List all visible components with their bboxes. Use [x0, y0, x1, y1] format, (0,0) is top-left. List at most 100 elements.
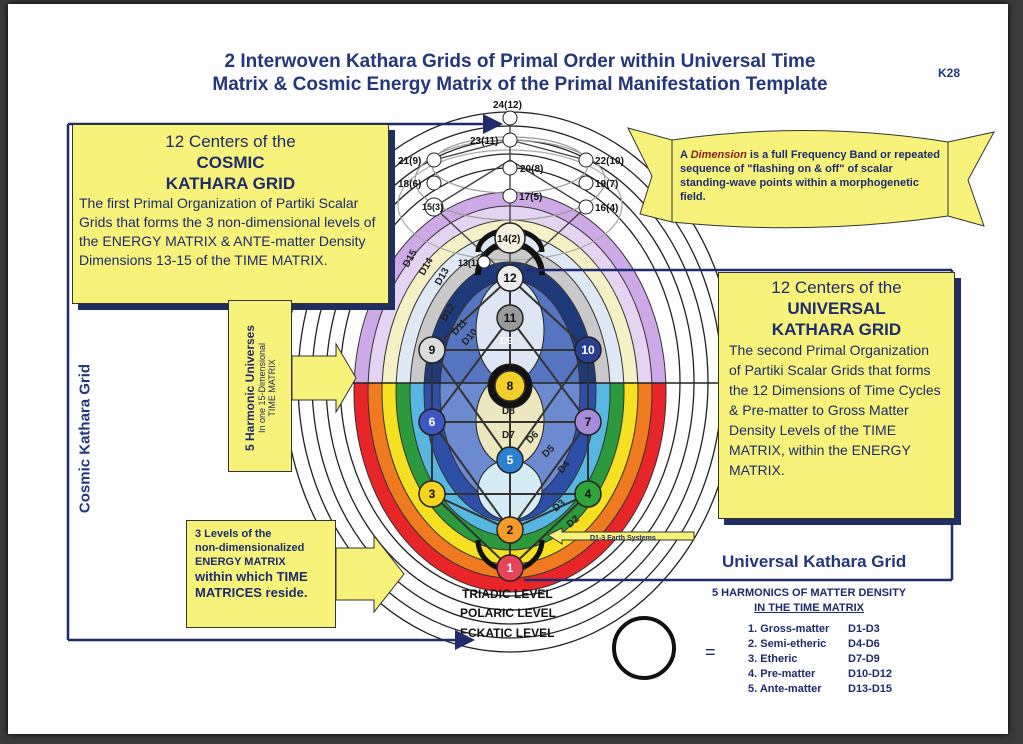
universal-node: [574, 480, 602, 508]
harmonic-name: 1. Gross-matter: [748, 623, 830, 635]
universal-node: [574, 408, 602, 436]
harmonic-range: D7-D9: [848, 653, 880, 665]
cosmic-node-label: 16(4): [595, 203, 618, 214]
cosmic-node: [424, 197, 444, 217]
levels-line-3: ENERGY MATRIX: [195, 556, 286, 568]
harmonic-range: D10-D12: [848, 668, 893, 680]
harmonics-subheading: IN THE TIME MATRIX: [754, 602, 864, 614]
universal-node-label: 9: [429, 343, 436, 357]
harmonic-universes-box: 5 Harmonic Universes In one 15-Dimension…: [228, 300, 292, 472]
cosmic-heading-1: 12 Centers of the: [165, 132, 296, 151]
cosmic-node: [578, 152, 594, 168]
legend-circle: [612, 616, 676, 680]
harmonic-universes-line-2: In one 15-Dimensional: [257, 342, 267, 434]
universal-node-label: 2: [507, 523, 514, 537]
universal-node: [496, 516, 524, 544]
dimension-definition: A Dimension is a full Frequency Band or …: [680, 148, 940, 204]
dimension-body: is a full Frequency Band or repeated seq…: [680, 149, 941, 203]
polaric-level-label: POLARIC LEVEL: [460, 606, 556, 620]
harmonic-universes-line-1: 5 Harmonic Universes: [243, 324, 257, 452]
dimension-keyword: Dimension: [690, 149, 747, 161]
energy-levels-box: 3 Levels of the non-dimensionalized ENER…: [186, 520, 336, 628]
cosmic-node-label: 23(11): [470, 136, 498, 147]
universal-node-label: 3: [429, 487, 436, 501]
cosmic-node: [426, 152, 442, 168]
cosmic-body: The first Primal Organization of Partiki…: [79, 195, 376, 268]
universal-node-label: 7: [585, 415, 592, 429]
dim-label: D9: [500, 336, 513, 347]
harmonic-range: D13-D15: [848, 683, 893, 695]
earth-systems-label: D1-3 Earth Systems: [590, 535, 656, 542]
universal-node: [574, 336, 602, 364]
universal-node-label: 10: [581, 343, 595, 357]
dimension-prefix: A: [680, 149, 688, 161]
universal-heading-1: 12 Centers of the: [771, 278, 902, 297]
poster-title: 2 Interwoven Kathara Grids of Primal Ord…: [150, 50, 890, 96]
cosmic-grid-side-label: Cosmic Kathara Grid: [76, 363, 94, 514]
cosmic-node-label: 19(7): [595, 179, 618, 190]
harmonic-universes-line-3: TIME MATRIX: [267, 359, 277, 417]
harmonic-arrow: [291, 342, 357, 414]
universal-node-label: 4: [585, 487, 592, 501]
harmonic-range: D1-D3: [848, 623, 880, 635]
levels-line-2: non-dimensionalized: [195, 542, 305, 554]
harmonics-list: 5 HARMONICS OF MATTER DENSITY IN THE TIM…: [712, 586, 906, 697]
cosmic-heading-2: COSMIC: [196, 153, 265, 172]
dim-label: D7: [502, 430, 515, 441]
harmonic-item: 1. Gross-matter D1-D3: [712, 622, 906, 637]
cosmic-node: [494, 222, 526, 254]
harmonic-item: 4. Pre-matter D10-D12: [712, 667, 906, 682]
harmonic-range: D4-D6: [848, 638, 880, 650]
ribbon-right-tail: [947, 131, 995, 227]
poster-code: K28: [938, 66, 961, 80]
triadic-level-label: TRIADIC LEVEL: [462, 587, 553, 601]
cosmic-node: [502, 188, 518, 204]
title-line-2: Matrix & Cosmic Energy Matrix of the Pri…: [212, 74, 828, 95]
harmonic-name: 4. Pre-matter: [748, 668, 816, 680]
universal-grid-label: Universal Kathara Grid: [722, 552, 907, 571]
ribbon-left-tail: [627, 127, 673, 223]
universal-node: [418, 336, 446, 364]
cosmic-node-label: 17(5): [519, 192, 542, 203]
harmonic-item: 3. Etheric D7-D9: [712, 652, 906, 667]
cosmic-node-label: 20(8): [520, 164, 543, 175]
cosmic-kathara-box: 12 Centers of the COSMIC KATHARA GRID Th…: [72, 124, 389, 304]
cosmic-node: [502, 132, 518, 148]
cosmic-node-label: 13(1): [458, 258, 479, 268]
levels-line-5: MATRICES reside.: [195, 585, 308, 600]
universal-node-label: 11: [504, 311, 517, 325]
universal-kathara-box: 12 Centers of the UNIVERSAL KATHARA GRID…: [718, 272, 955, 519]
cosmic-node-label: 24(12): [493, 100, 522, 111]
cosmic-node: [477, 255, 491, 269]
universal-heading-2: UNIVERSAL: [787, 299, 886, 318]
equals-sign: =: [705, 642, 716, 662]
universal-node: [496, 264, 524, 292]
cosmic-node: [502, 160, 518, 176]
harmonic-item: 5. Ante-matter D13-D15: [712, 682, 906, 697]
levels-line-4: within which TIME: [195, 569, 308, 584]
harmonic-item: 2. Semi-etheric D4-D6: [712, 637, 906, 652]
earth-systems-arrow: [546, 527, 695, 545]
cosmic-node: [426, 175, 442, 191]
dim-label: D8: [502, 406, 515, 417]
universal-nodes: [418, 264, 602, 582]
cosmic-node-label: 22(10): [595, 156, 624, 167]
cosmic-node-label: 18(6): [398, 179, 421, 190]
universal-node: [496, 446, 524, 474]
levels-line-1: 3 Levels of the: [195, 528, 272, 540]
cosmic-node-label: 15(3): [422, 202, 443, 212]
title-line-1: 2 Interwoven Kathara Grids of Primal Ord…: [224, 51, 816, 72]
harmonic-name: 5. Ante-matter: [748, 683, 822, 695]
cosmic-node-label: 21(9): [398, 156, 421, 167]
cosmic-heading-3: KATHARA GRID: [165, 174, 296, 193]
ribbon-body: [671, 129, 949, 229]
cosmic-node: [502, 110, 518, 126]
universal-node-label: 5: [507, 453, 514, 467]
harmonic-universes-text: 5 Harmonic Universes In one 15-Dimension…: [243, 303, 277, 473]
harmonic-name: 2. Semi-etheric: [748, 638, 827, 650]
levels-arrow: [335, 534, 405, 614]
universal-node-label: 12: [503, 271, 517, 285]
harmonic-name: 3. Etheric: [748, 653, 798, 665]
